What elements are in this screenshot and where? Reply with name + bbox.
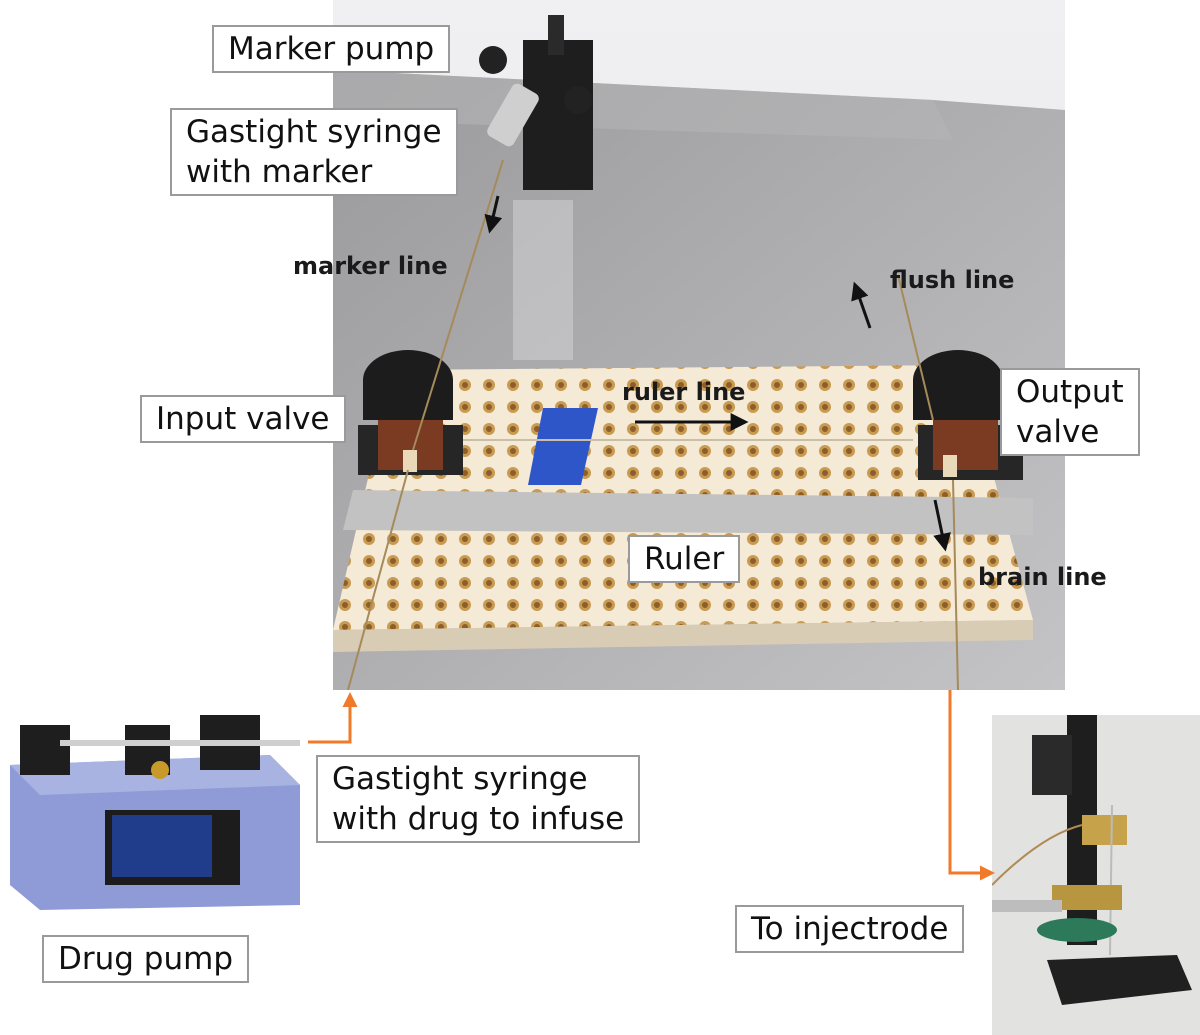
output-valve-label: Output valve <box>1000 368 1140 456</box>
to-injectrode-label: To injectrode <box>735 905 965 953</box>
ruler-line-label: ruler line <box>622 378 746 406</box>
drug-line-arrow <box>308 692 358 744</box>
input-valve-label: Input valve <box>140 395 346 443</box>
marker-line-label: marker line <box>293 252 448 280</box>
main-setup-illustration <box>333 0 1065 690</box>
drug-pump-text: Drug pump <box>58 941 233 977</box>
output-valve-text-2: valve <box>1016 414 1100 450</box>
main-setup-photo <box>333 0 1065 690</box>
to-injectrode-text: To injectrode <box>751 911 949 947</box>
gastight-marker-text-2: with marker <box>186 154 373 190</box>
gastight-marker-text-1: Gastight syringe <box>186 114 442 150</box>
injectrode-photo <box>992 715 1200 1035</box>
gastight-drug-text-1: Gastight syringe <box>332 761 588 797</box>
injectrode-illustration <box>992 715 1200 1035</box>
drug-pump-photo <box>0 685 310 920</box>
drug-pump-label: Drug pump <box>42 935 249 983</box>
gastight-drug-label: Gastight syringe with drug to infuse <box>316 755 641 843</box>
marker-pump-device <box>479 15 593 190</box>
ruler-strip <box>343 490 1033 535</box>
injectrode-line-arrow <box>948 690 995 881</box>
flush-line-label: flush line <box>890 266 1015 294</box>
marker-pump-text: Marker pump <box>228 31 435 67</box>
output-valve-text-1: Output <box>1016 374 1124 410</box>
drug-pump-illustration <box>0 685 310 920</box>
brain-line-label: brain line <box>978 563 1107 591</box>
gastight-drug-text-2: with drug to infuse <box>332 801 625 837</box>
marker-pump-label: Marker pump <box>212 25 451 73</box>
output-valve-device <box>913 350 1023 480</box>
gastight-marker-label: Gastight syringe with marker <box>170 108 458 196</box>
input-valve-text: Input valve <box>156 401 330 437</box>
ruler-label: Ruler <box>628 535 741 583</box>
ruler-text: Ruler <box>644 541 725 577</box>
input-valve-device <box>358 350 463 475</box>
